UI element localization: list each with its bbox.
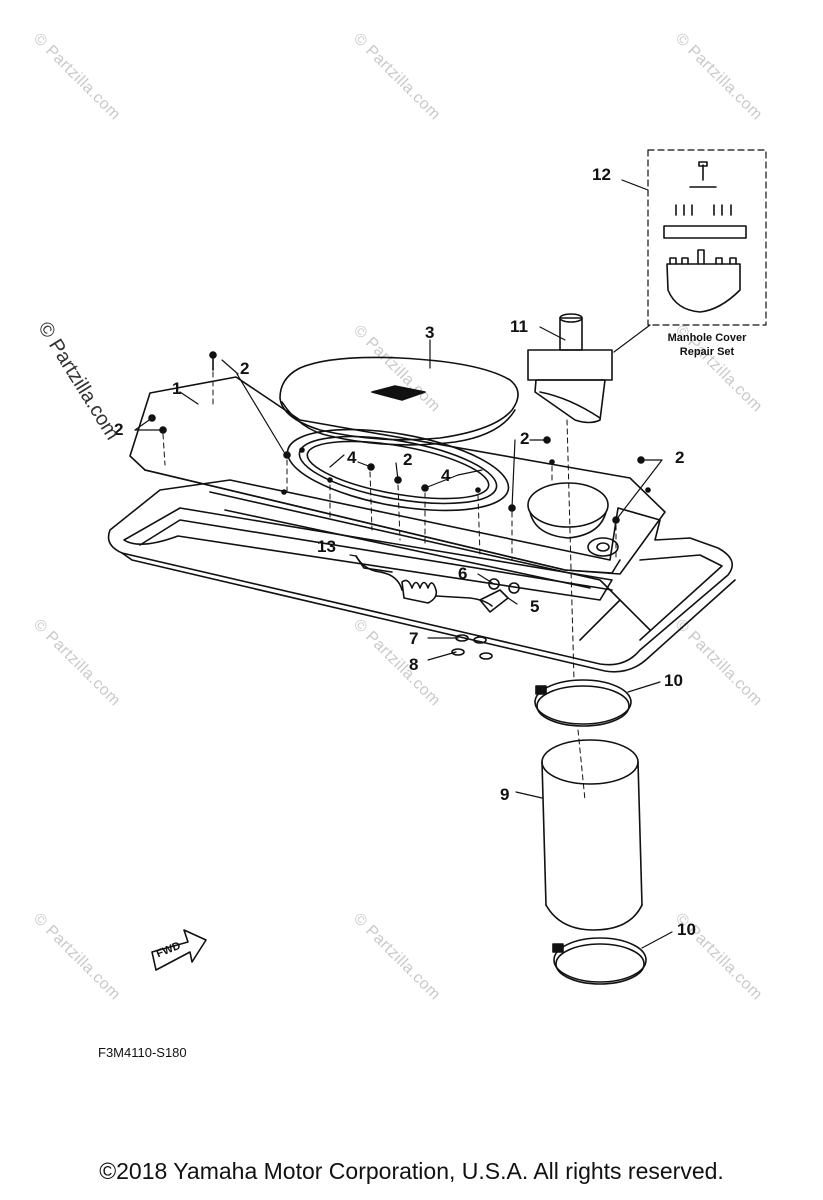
- callout-1: 1: [172, 379, 182, 398]
- hatch-cover: [279, 356, 519, 446]
- repair-set-label-line2: Repair Set: [679, 345, 735, 358]
- drain-plug: [527, 313, 613, 424]
- callout-8: 8: [409, 655, 419, 674]
- repair-set-label: Manhole Cover Repair Set: [650, 332, 764, 360]
- hull-frame: [107, 479, 736, 673]
- callout-9: 9: [500, 785, 510, 804]
- bracket: [479, 578, 520, 613]
- callout-2: 2: [240, 359, 250, 378]
- callout-5: 5: [530, 597, 540, 616]
- repair-set-label-line1: Manhole Cover: [667, 332, 747, 344]
- diagram-code: F3M4110-S180: [98, 1045, 187, 1060]
- clamp-bottom: [552, 937, 647, 985]
- callout-13: 13: [317, 537, 336, 556]
- callout-4: 4: [347, 448, 357, 467]
- callout-2: 2: [675, 448, 685, 467]
- hatch-gasket: [286, 428, 510, 512]
- assembly-lines: [162, 371, 617, 801]
- washers: [451, 634, 493, 660]
- callout-10: 10: [677, 920, 696, 939]
- callout-2: 2: [403, 450, 413, 469]
- callout-7: 7: [409, 629, 419, 648]
- storage-tube: [541, 739, 643, 931]
- lanyard-spring: [355, 555, 493, 607]
- callout-2: 2: [114, 420, 124, 439]
- clamp-top: [534, 679, 632, 727]
- callout-2: 2: [520, 429, 530, 448]
- callout-3: 3: [425, 323, 435, 342]
- fwd-arrow-icon: [151, 929, 207, 971]
- callout-4: 4: [441, 466, 451, 485]
- callout-10: 10: [664, 671, 683, 690]
- callout-11: 11: [510, 317, 528, 336]
- copyright-notice: ©2018 Yamaha Motor Corporation, U.S.A. A…: [99, 1158, 724, 1184]
- repair-set-box: [647, 149, 767, 326]
- callout-6: 6: [458, 564, 468, 583]
- callout-12: 12: [592, 165, 611, 184]
- leader-lines: [134, 179, 673, 949]
- hood-panel: [129, 376, 666, 575]
- storage-opening: [527, 482, 619, 557]
